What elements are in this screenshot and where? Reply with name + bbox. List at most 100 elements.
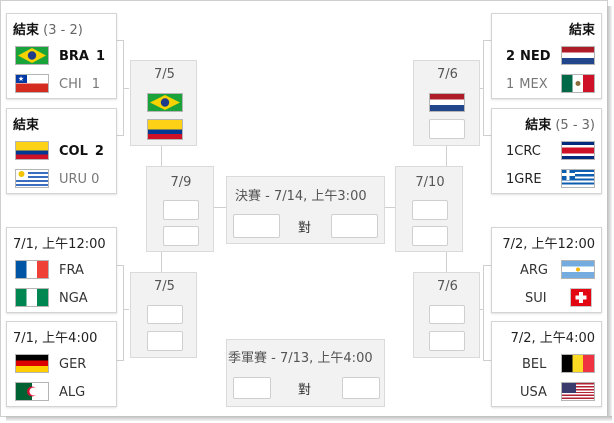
usa-flag-icon	[561, 382, 595, 401]
team-goals: 1	[506, 76, 515, 92]
netherlands-flag-icon	[429, 93, 465, 112]
empty-team-slot	[233, 214, 280, 238]
team-goals: 1	[506, 171, 515, 187]
empty-team-slot	[147, 331, 183, 351]
svg-text:★: ★	[18, 75, 24, 83]
match-header: 結束	[13, 114, 39, 133]
chile-flag-icon: ★	[15, 74, 49, 93]
team-row: SUI	[525, 288, 547, 308]
connector	[483, 360, 491, 361]
connector	[483, 40, 491, 41]
final-match[interactable]: 決賽 - 7/14, 上午3:00 對	[226, 176, 385, 244]
match-date: 7/6	[437, 279, 458, 294]
team-goals: 0	[91, 171, 100, 187]
empty-team-slot	[147, 305, 183, 324]
team-row: FRA	[59, 260, 84, 280]
match-date: 7/6	[437, 67, 458, 82]
team-row: NGA	[59, 288, 88, 308]
match-card-ned-mex[interactable]: 結束 2 NED 1 MEX	[491, 13, 602, 99]
team-row: BRA 1	[59, 46, 105, 66]
third-place-match[interactable]: 季軍賽 - 7/13, 上午4:00 對	[226, 339, 385, 407]
match-card-col-uru[interactable]: 結束 COL 2 URU 0	[6, 108, 117, 194]
empty-team-slot	[429, 305, 465, 324]
argentina-flag-icon	[561, 260, 595, 279]
match-header: 結束	[569, 19, 595, 38]
frame-shadow-bottom	[6, 416, 612, 421]
team-goals: 1	[506, 143, 515, 159]
semifinal-left[interactable]: 7/9	[146, 166, 214, 252]
match-date: 7/9	[170, 175, 192, 190]
penalty-score: (5 - 3)	[555, 118, 595, 133]
uruguay-flag-icon	[15, 169, 49, 188]
empty-team-slot	[412, 226, 448, 246]
connector	[161, 146, 162, 166]
frame-shadow-right	[607, 6, 612, 418]
match-header: 結束 (3 - 2)	[13, 19, 83, 38]
match-card-bra-chi[interactable]: 結束 (3 - 2) BRA 1 ★ CHI 1	[6, 13, 117, 99]
colombia-flag-icon	[15, 141, 49, 160]
team-code: CHI	[59, 76, 82, 92]
team-code: GRE	[514, 171, 542, 187]
match-card-crc-gre[interactable]: 結束 (5 - 3) 1 CRC 1 GRE	[491, 108, 602, 194]
connector	[123, 88, 129, 89]
connector	[123, 309, 129, 310]
match-card-ger-alg[interactable]: 7/1, 上午4:00 GER ALG	[6, 321, 117, 407]
team-code: URU	[59, 171, 88, 187]
quarterfinal-left-bottom[interactable]: 7/5	[130, 272, 197, 358]
connector	[161, 251, 162, 273]
team-row: 1 CRC	[506, 141, 541, 161]
empty-team-slot	[163, 226, 199, 246]
match-status: 結束	[13, 23, 40, 38]
connector	[478, 88, 484, 89]
match-card-bel-usa[interactable]: 7/2, 上午4:00 BEL USA	[491, 321, 602, 407]
colombia-flag-icon	[147, 119, 183, 140]
belgium-flag-icon	[561, 354, 595, 373]
quarterfinal-left-top[interactable]: 7/5	[130, 60, 197, 146]
switzerland-flag-icon	[570, 288, 592, 307]
empty-team-slot	[429, 119, 465, 139]
match-date: 7/5	[154, 67, 175, 82]
quarterfinal-right-bottom[interactable]: 7/6	[413, 272, 480, 358]
team-goals: 2	[94, 143, 104, 159]
empty-team-slot	[163, 200, 199, 220]
team-row: BEL	[522, 354, 546, 374]
match-time: 7/1, 上午12:00	[13, 237, 106, 252]
match-card-fra-nga[interactable]: 7/1, 上午12:00 FRA NGA	[6, 227, 117, 313]
connector	[116, 135, 124, 136]
match-time: 7/2, 上午12:00	[502, 237, 595, 252]
team-code: BEL	[522, 356, 547, 372]
germany-flag-icon	[15, 354, 49, 373]
team-code: GER	[59, 356, 87, 372]
team-code: CRC	[514, 143, 541, 159]
team-code: NED	[520, 48, 551, 64]
empty-team-slot	[412, 200, 448, 220]
connector	[478, 309, 484, 310]
greece-flag-icon	[561, 169, 595, 188]
team-row: 1 MEX	[506, 74, 548, 94]
match-status: 結束	[525, 118, 552, 133]
team-code: MEX	[519, 76, 548, 92]
connector	[116, 40, 124, 41]
team-row: GER	[59, 354, 86, 374]
match-card-arg-sui[interactable]: 7/2, 上午12:00 ARG SUI	[491, 227, 602, 313]
match-time: 7/2, 上午4:00	[510, 331, 595, 346]
team-code: ARG	[520, 262, 548, 278]
costa-rica-flag-icon	[561, 141, 595, 160]
brazil-flag-icon	[147, 93, 183, 112]
team-row: CHI 1	[59, 74, 100, 94]
team-row: ALG	[59, 382, 85, 402]
mexico-flag-icon	[561, 74, 595, 93]
connector	[446, 146, 447, 166]
team-goals: 2	[506, 48, 516, 64]
semifinal-right[interactable]: 7/10	[395, 166, 463, 252]
algeria-flag-icon	[15, 382, 49, 401]
quarterfinal-right-top[interactable]: 7/6	[413, 60, 480, 146]
match-time: 7/1, 上午4:00	[13, 331, 98, 346]
team-code: BRA	[59, 48, 89, 64]
team-code: SUI	[525, 290, 547, 306]
netherlands-flag-icon	[561, 46, 595, 65]
team-code: FRA	[59, 262, 84, 278]
team-row: 1 GRE	[506, 169, 542, 189]
team-row: URU 0	[59, 169, 99, 189]
empty-team-slot	[342, 377, 380, 399]
